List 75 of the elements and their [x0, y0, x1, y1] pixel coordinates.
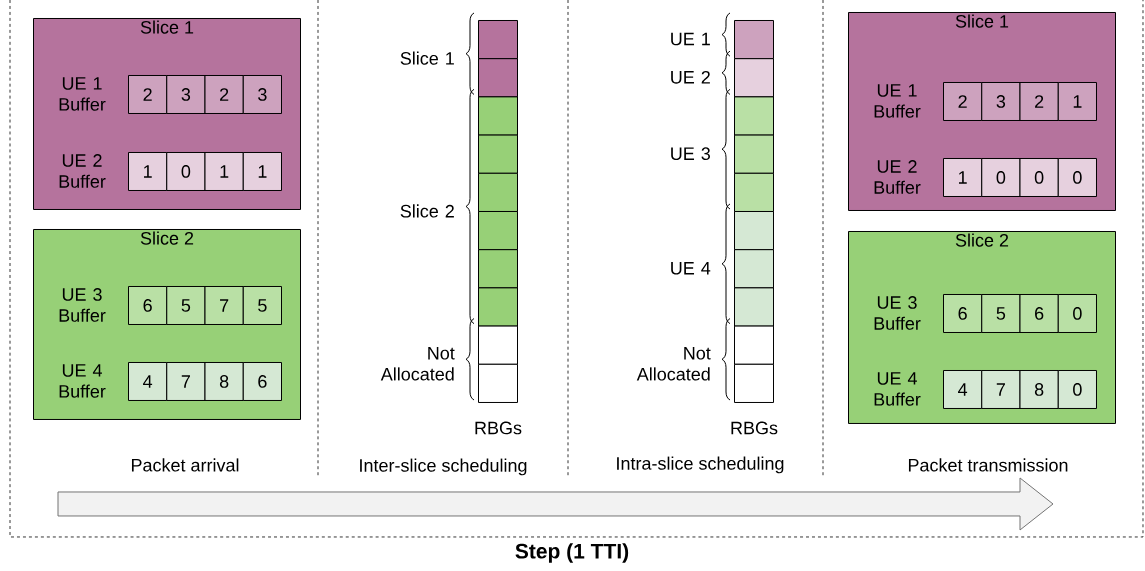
- resource-block: [734, 134, 774, 174]
- buffer-label: UE 1 Buffer: [874, 84, 921, 118]
- buffer-cell: 0: [981, 158, 1021, 197]
- brace-label: UE 2: [671, 70, 710, 84]
- resource-block: [478, 96, 518, 136]
- buffer-cell: 0: [1057, 158, 1097, 197]
- buffer-cell: 2: [1019, 82, 1059, 121]
- buffer-cell: 5: [166, 286, 206, 325]
- stage-label: Packet arrival: [131, 458, 239, 472]
- buffer-label: UE 3 Buffer: [59, 288, 106, 322]
- brace-label: Not Allocated: [636, 347, 711, 381]
- buffer-cell: 0: [1057, 370, 1097, 409]
- buffer-label: UE 2 Buffer: [59, 154, 106, 188]
- resource-block: [734, 20, 774, 60]
- buffer-cell: 5: [242, 286, 282, 325]
- buffer-cell: 3: [981, 82, 1021, 121]
- buffer-cell: 6: [242, 362, 282, 401]
- buffer-cell: 8: [1019, 370, 1059, 409]
- resource-block: [478, 20, 518, 60]
- resource-block: [478, 172, 518, 212]
- buffer-cell: 1: [128, 152, 168, 191]
- buffer-cell: 2: [943, 82, 983, 121]
- brace-label: Slice 2: [400, 204, 454, 218]
- buffer-cell: 4: [128, 362, 168, 401]
- buffer-cell: 1: [1057, 82, 1097, 121]
- buffer-label: UE 4 Buffer: [874, 372, 921, 406]
- resource-block: [734, 325, 774, 365]
- buffer-label: UE 3 Buffer: [874, 296, 921, 330]
- buffer-cell: 8: [204, 362, 244, 401]
- buffer-cell: 7: [204, 286, 244, 325]
- axis-label: RBGs: [475, 421, 522, 435]
- brace-label: UE 3: [671, 147, 710, 161]
- buffer-cell: 3: [166, 75, 206, 114]
- buffer-label: UE 2 Buffer: [874, 160, 921, 194]
- buffer-label: UE 4 Buffer: [59, 364, 106, 398]
- resource-block: [478, 249, 518, 289]
- resource-block: [478, 287, 518, 327]
- buffer-cell: 5: [981, 294, 1021, 333]
- resource-block: [734, 58, 774, 98]
- buffer-cell: 0: [1057, 294, 1097, 333]
- resource-block: [734, 211, 774, 251]
- buffer-cell: 2: [128, 75, 168, 114]
- resource-block: [734, 172, 774, 212]
- brace-label: Slice 1: [400, 51, 454, 65]
- brace-label: UE 1: [671, 32, 710, 46]
- buffer-cell: 1: [242, 152, 282, 191]
- stage-label: Intra-slice scheduling: [617, 456, 784, 474]
- resource-block: [478, 211, 518, 251]
- buffer-cell: 4: [943, 370, 983, 409]
- buffer-cell: 2: [204, 75, 244, 114]
- buffer-cell: 7: [981, 370, 1021, 409]
- buffer-label: UE 1 Buffer: [59, 77, 106, 111]
- axis-label: RBGs: [731, 421, 778, 435]
- resource-block: [478, 363, 518, 403]
- brace-label: Not Allocated: [380, 347, 455, 381]
- buffer-cell: 0: [1019, 158, 1059, 197]
- resource-block: [734, 96, 774, 136]
- brace-label: UE 4: [671, 262, 711, 275]
- resource-block: [734, 287, 774, 327]
- resource-block: [478, 325, 518, 365]
- buffer-cell: 6: [1019, 294, 1059, 333]
- resource-block: [734, 249, 774, 289]
- buffer-cell: 6: [943, 294, 983, 333]
- buffer-cell: 1: [943, 158, 983, 197]
- buffer-cell: 0: [166, 152, 206, 191]
- resource-block: [478, 134, 518, 174]
- buffer-cell: 6: [128, 286, 168, 325]
- caption: Step (1 TTI): [515, 543, 629, 563]
- buffer-cell: 7: [166, 362, 206, 401]
- buffer-cell: 3: [242, 75, 282, 114]
- resource-block: [734, 363, 774, 403]
- buffer-cell: 1: [204, 152, 244, 191]
- stage-label: Packet transmission: [908, 458, 1068, 472]
- resource-block: [478, 58, 518, 98]
- stage-label: Inter-slice scheduling: [360, 458, 527, 476]
